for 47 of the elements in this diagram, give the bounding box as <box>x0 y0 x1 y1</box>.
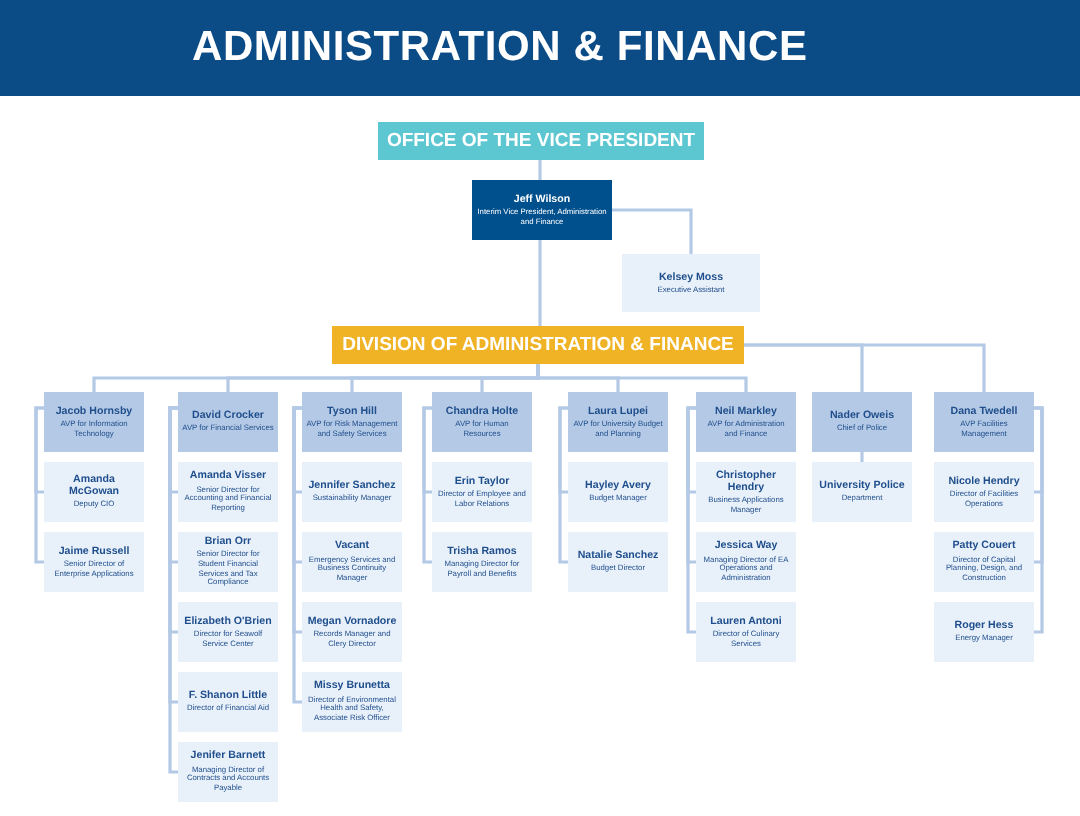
org-box <box>432 532 532 592</box>
page-title: ADMINISTRATION & FINANCE <box>192 24 808 72</box>
org-box <box>934 532 1034 592</box>
org-box <box>178 392 278 452</box>
org-box <box>178 742 278 802</box>
org-box <box>44 532 144 592</box>
org-box <box>696 532 796 592</box>
org-box <box>568 462 668 522</box>
org-box <box>696 392 796 452</box>
org-box <box>302 392 402 452</box>
org-box <box>302 672 402 732</box>
connector-line <box>612 208 693 254</box>
org-box <box>432 392 532 452</box>
connector-line <box>538 240 542 326</box>
connector-line <box>860 452 864 462</box>
connector-line <box>744 343 986 392</box>
org-box <box>812 392 912 452</box>
org-box <box>934 462 1034 522</box>
org-box <box>568 392 668 452</box>
org-box <box>302 532 402 592</box>
org-box <box>472 180 612 240</box>
org-box <box>696 602 796 662</box>
connector-line <box>34 406 44 564</box>
connector-line <box>422 406 432 564</box>
org-box <box>178 462 278 522</box>
org-box <box>44 462 144 522</box>
org-box <box>696 462 796 522</box>
org-box <box>622 254 760 312</box>
org-box <box>44 392 144 452</box>
heading-band: DIVISION OF ADMINISTRATION & FINANCE <box>332 326 744 364</box>
org-box <box>812 462 912 522</box>
org-box <box>178 532 278 592</box>
org-box <box>568 532 668 592</box>
org-box <box>302 462 402 522</box>
org-box <box>934 602 1034 662</box>
connector-line <box>292 406 302 704</box>
org-box <box>178 602 278 662</box>
connector-line <box>1034 406 1044 634</box>
org-box <box>934 392 1034 452</box>
connector-line <box>168 406 178 774</box>
connector-line <box>538 160 542 180</box>
org-box <box>178 672 278 732</box>
heading-band: OFFICE OF THE VICE PRESIDENT <box>378 122 704 160</box>
org-box <box>302 602 402 662</box>
connector-line <box>686 406 696 634</box>
org-box <box>432 462 532 522</box>
connector-line <box>558 406 568 564</box>
